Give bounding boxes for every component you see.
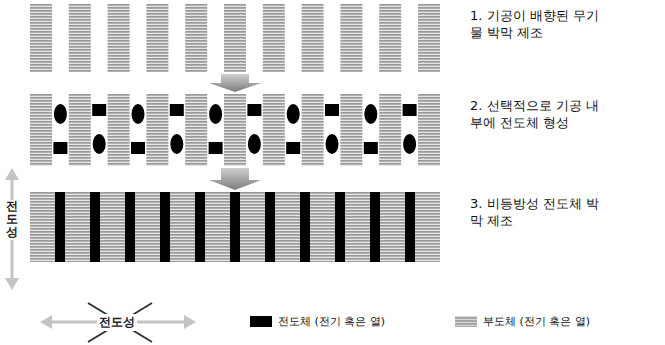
legend-item: 전도체 (전기 혹은 열) [250,314,385,329]
arrow-head [5,278,19,290]
conductor-particle [170,104,184,116]
film-illustration [30,4,440,72]
conductor-particle [364,104,377,124]
insulator-bar [69,4,91,72]
conductor-particle [325,104,339,116]
conductor-particle [132,104,145,124]
insulator-bar [310,192,335,262]
insulator-bar [205,192,230,262]
insulator-bar [380,192,405,262]
conductor-particle [247,104,261,116]
conductor-bar [230,192,240,262]
arrow-head [184,315,196,329]
conductor-particle [364,142,378,154]
insulator-bar [146,94,168,166]
conductor-bar [265,192,275,262]
conductor-particle [403,134,416,154]
step-caption: 3. 비등방성 전도체 박막 제조 [470,196,600,230]
conductor-particle [209,104,222,124]
insulator-bar [263,4,285,72]
legend-text: 전도체 (전기 혹은 열) [278,314,385,329]
conductor-particle [53,142,67,154]
conductor-bar [335,192,345,262]
conductor-bar [90,192,100,262]
conductor-particle [92,104,106,116]
conductor-particle [248,134,261,154]
legend-swatch [250,316,272,327]
insulator-bar [379,4,401,72]
process-stage: 2. 선택적으로 기공 내부에 전도체 형성 [30,94,650,166]
conductor-particle [170,134,183,154]
insulator-bar [108,4,130,72]
process-stage: 3. 비등방성 전도체 박막 제조 [30,192,650,262]
crossed-label: 전도성 [97,314,137,331]
conductor-particle [287,104,300,124]
insulator-bar [30,94,52,166]
insulator-bar [240,192,265,262]
conductor-particle [403,104,417,116]
insulator-bar [379,94,401,166]
legend-swatch [455,316,477,327]
cross-mark [88,303,152,342]
conductor-particle [131,142,145,154]
conductor-bar [300,192,310,262]
conductor-particle [209,142,223,154]
conductor-particle [54,104,67,124]
step-caption: 1. 기공이 배향된 무기물 박막 제조 [470,8,600,42]
conductor-particle [326,134,339,154]
conductor-bar [125,192,135,262]
insulator-bar [185,4,207,72]
insulator-bar [108,94,130,166]
insulator-bar [345,192,370,262]
insulator-bar [30,192,55,262]
cross-mark [88,303,152,342]
insulator-bar [69,94,91,166]
insulator-bar [340,94,362,166]
conductor-bar [160,192,170,262]
axis-label: 전도성 [6,200,18,240]
insulator-bar [263,94,285,166]
process-stage: 1. 기공이 배향된 무기물 박막 제조 [30,4,650,72]
insulator-bar [170,192,195,262]
conductor-particle [93,134,106,154]
insulator-bar [100,192,125,262]
process-arrow [209,168,261,190]
film-illustration [30,94,440,166]
conductor-particle [286,142,300,154]
process-arrow [209,74,261,92]
insulator-bar [418,4,440,72]
insulator-bar [415,192,440,262]
insulator-bar [275,192,300,262]
film-illustration [30,192,440,262]
insulator-bar [340,4,362,72]
insulator-bar [146,4,168,72]
insulator-bar [302,4,324,72]
conductor-bar [370,192,380,262]
step-caption: 2. 선택적으로 기공 내부에 전도체 형성 [470,98,600,132]
insulator-bar [65,192,90,262]
insulator-bar [418,94,440,166]
insulator-bar [224,4,246,72]
insulator-bar [185,94,207,166]
arrow-head [5,168,19,180]
insulator-bar [30,4,52,72]
conductor-bar [195,192,205,262]
legend-text: 부도체 (전기 혹은 열) [483,314,590,329]
legend-item: 부도체 (전기 혹은 열) [455,314,590,329]
arrow-head [40,315,52,329]
conductor-bar [405,192,415,262]
insulator-bar [224,94,246,166]
insulator-bar [135,192,160,262]
insulator-bar [302,94,324,166]
conductor-bar [55,192,65,262]
